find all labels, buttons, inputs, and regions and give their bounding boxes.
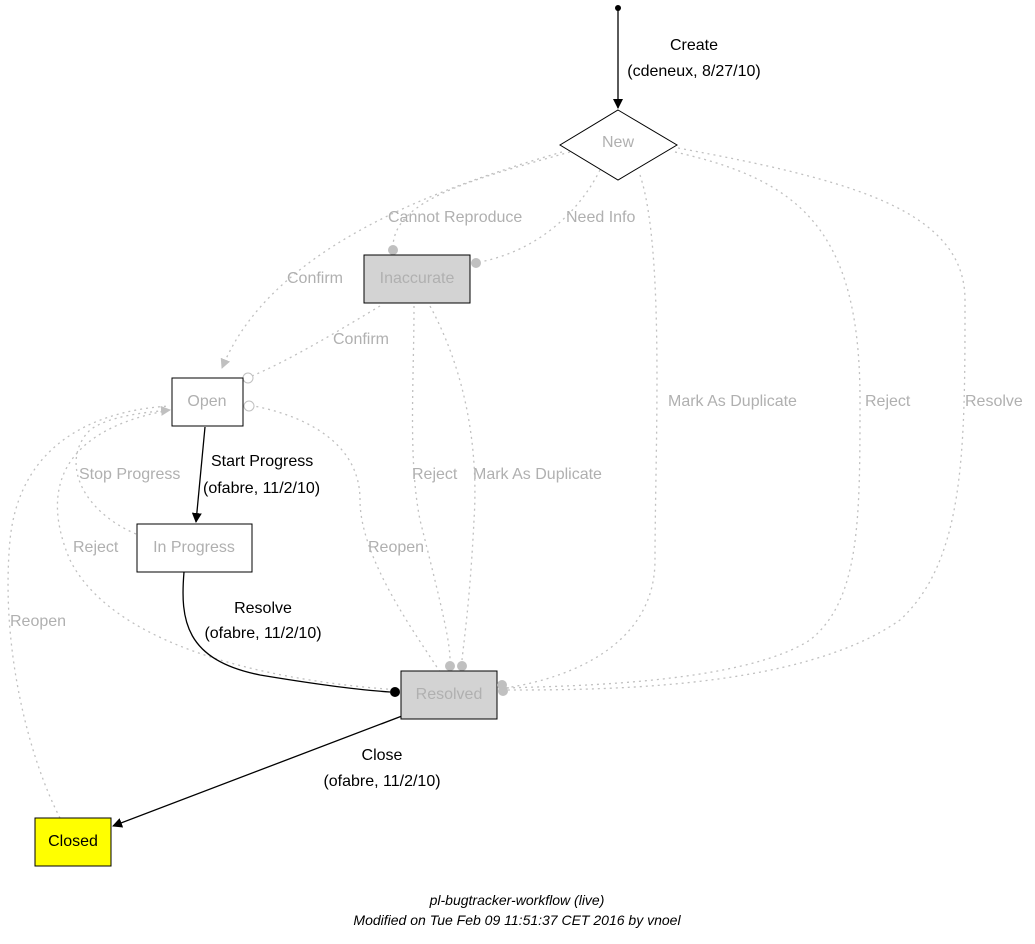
diagram-subtitle: Modified on Tue Feb 09 11:51:37 CET 2016… bbox=[353, 912, 681, 928]
edge-end-dot bbox=[457, 661, 467, 671]
edge-label-resolve-new: Resolve bbox=[965, 393, 1023, 410]
edge-meta-resolve: (ofabre, 11/2/10) bbox=[204, 625, 321, 642]
edge-end-dot bbox=[390, 687, 400, 697]
node-open-label: Open bbox=[187, 393, 226, 410]
node-new-label: New bbox=[602, 134, 634, 151]
node-inaccurate-label: Inaccurate bbox=[380, 270, 455, 287]
edge-close bbox=[112, 715, 403, 828]
edge-label-reject-new: Reject bbox=[865, 393, 911, 410]
node-closed-label: Closed bbox=[48, 833, 98, 850]
edge-label-reject-inprogress: Reject bbox=[73, 539, 119, 556]
edge-label-stop-progress: Stop Progress bbox=[79, 466, 180, 483]
edge-end-dot bbox=[445, 661, 455, 671]
edge-label-reopen-closed: Reopen bbox=[10, 613, 66, 630]
edge-need-info bbox=[479, 169, 601, 263]
edge-label-mark-dup-new: Mark As Duplicate bbox=[668, 393, 797, 410]
edge-start-progress bbox=[191, 426, 206, 523]
node-open[interactable]: Open bbox=[171, 377, 244, 427]
edge-resolve-new bbox=[504, 147, 966, 691]
edge-end-circle bbox=[243, 400, 255, 412]
edge-meta-start-progress: (ofabre, 11/2/10) bbox=[203, 480, 320, 497]
edge-reject-new bbox=[504, 151, 861, 689]
edge-cannot-reproduce bbox=[392, 151, 571, 247]
edge-label-reject-inaccurate: Reject bbox=[412, 466, 458, 483]
diagram-title: pl-bugtracker-workflow (live) bbox=[429, 892, 605, 908]
edge-label-confirm-inaccurate: Confirm bbox=[333, 331, 389, 348]
edge-end-dot bbox=[498, 686, 508, 696]
node-closed[interactable]: Closed bbox=[34, 817, 112, 867]
edge-label-reopen-resolved: Reopen bbox=[368, 539, 424, 556]
edge-resolve bbox=[182, 571, 391, 693]
node-in-progress[interactable]: In Progress bbox=[136, 523, 253, 573]
edge-label-need-info: Need Info bbox=[566, 209, 635, 226]
start-dot bbox=[615, 5, 621, 11]
edge-mark-dup-inaccurate bbox=[429, 305, 476, 661]
edge-label-cannot-reproduce: Cannot Reproduce bbox=[388, 209, 522, 226]
edge-label-start-progress: Start Progress bbox=[211, 453, 313, 470]
edge-reopen-resolved bbox=[253, 405, 441, 673]
edge-end-dot bbox=[388, 245, 398, 255]
edge-label-confirm-new: Confirm bbox=[287, 270, 343, 287]
node-resolved[interactable]: Resolved bbox=[400, 670, 498, 720]
edge-reject-inprogress bbox=[56, 409, 401, 691]
node-in-progress-label: In Progress bbox=[153, 539, 235, 556]
edge-label-create: Create bbox=[670, 37, 718, 54]
edge-label-mark-dup-inaccurate: Mark As Duplicate bbox=[473, 466, 602, 483]
edge-mark-dup-new bbox=[504, 174, 658, 689]
edge-label-close: Close bbox=[362, 747, 403, 764]
edge-label-resolve: Resolve bbox=[234, 600, 292, 617]
edge-meta-create: (cdeneux, 8/27/10) bbox=[627, 63, 760, 80]
edge-end-circle bbox=[242, 372, 254, 384]
edge-confirm-new-open bbox=[220, 151, 563, 369]
edge-reject-inaccurate bbox=[411, 305, 451, 661]
edge-meta-close: (ofabre, 11/2/10) bbox=[323, 773, 440, 790]
node-new[interactable]: New bbox=[559, 109, 678, 181]
edge-end-dot bbox=[471, 258, 481, 268]
node-inaccurate[interactable]: Inaccurate bbox=[363, 254, 471, 304]
node-resolved-label: Resolved bbox=[416, 686, 483, 703]
